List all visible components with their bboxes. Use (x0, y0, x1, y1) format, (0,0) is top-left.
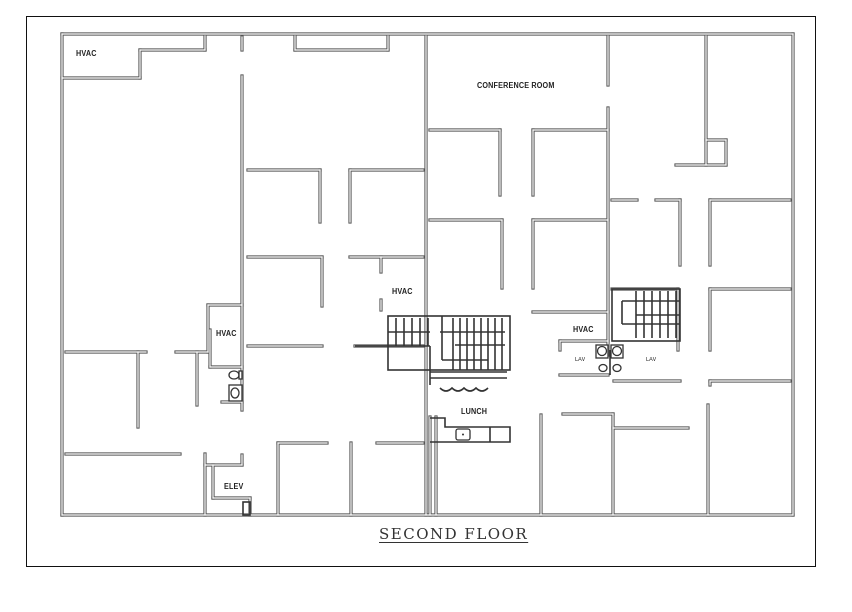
room-label-hvac-4: HVAC (573, 325, 594, 334)
room-label-hvac-2: HVAC (392, 287, 413, 296)
room-label-hvac-1: HVAC (76, 49, 97, 58)
lavatory-fixtures-icon (595, 344, 624, 375)
central-stair-icon (355, 315, 511, 392)
room-label-elev: ELEV (224, 482, 244, 491)
room-label-lunch: LUNCH (461, 407, 488, 416)
room-label-lav-right: LAV (646, 357, 657, 363)
room-label-conference-room: CONFERENCE ROOM (477, 81, 555, 90)
elevator-icon (242, 501, 251, 516)
wall-fills (61, 33, 794, 516)
walls (60, 32, 795, 517)
lunch-counter-icon (430, 417, 511, 443)
sink-icon (228, 384, 243, 402)
drawing-frame (26, 16, 816, 567)
east-stair-icon (611, 288, 681, 342)
room-label-hvac-3: HVAC (216, 329, 237, 338)
toilet-icon (228, 370, 243, 380)
floor-title: SECOND FLOOR (379, 525, 529, 543)
room-label-lav-left: LAV (575, 357, 586, 363)
